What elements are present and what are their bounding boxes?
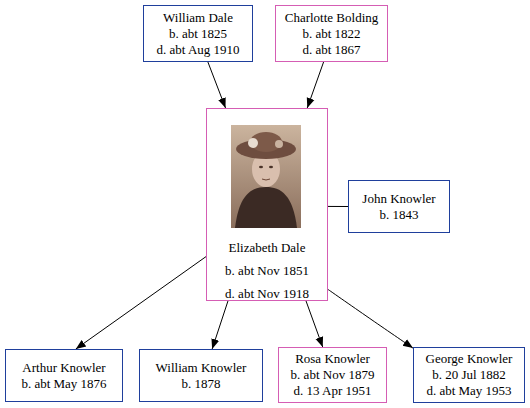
person-box: Charlotte Boldingb. abt 1822d. abt 1867 xyxy=(275,5,388,62)
parent-arrow xyxy=(328,289,413,348)
life-date: b. abt Nov 1879 xyxy=(291,367,375,383)
person-name: William Knowler xyxy=(156,360,247,376)
person-box: William Daleb. abt 1825d. abt Aug 1910 xyxy=(143,5,253,62)
person-name: John Knowler xyxy=(362,191,435,207)
person-name: Rosa Knowler xyxy=(295,351,370,367)
life-date: b. abt 1825 xyxy=(169,26,227,42)
parent-arrow xyxy=(307,62,323,108)
person-name: Arthur Knowler xyxy=(22,360,105,376)
person-box: John Knowlerb. 1843 xyxy=(348,180,450,233)
person-name: George Knowler xyxy=(426,351,513,367)
life-date: b. 1843 xyxy=(380,207,419,223)
life-date: b. abt Nov 1851 xyxy=(225,259,309,282)
life-date: b. abt May 1876 xyxy=(21,376,106,392)
parent-arrow xyxy=(212,301,228,349)
parent-arrow xyxy=(306,301,323,347)
parent-arrow xyxy=(208,62,226,108)
person-name: William Dale xyxy=(163,10,233,26)
life-date: b. 20 Jul 1882 xyxy=(432,367,506,383)
life-date: d. 13 Apr 1951 xyxy=(294,383,372,399)
person-box: William Knowlerb. 1878 xyxy=(139,349,263,402)
spouse-line xyxy=(328,206,348,207)
parent-arrow xyxy=(76,257,206,349)
person-name: Elizabeth Dale xyxy=(229,236,306,259)
person-name: Charlotte Bolding xyxy=(285,10,379,26)
portrait-photo xyxy=(231,125,301,228)
life-date: d. abt Nov 1918 xyxy=(225,282,309,305)
life-date: d. abt Aug 1910 xyxy=(156,42,239,58)
person-box: Rosa Knowlerb. abt Nov 1879d. 13 Apr 195… xyxy=(278,347,387,403)
life-date: b. 1878 xyxy=(182,376,221,392)
life-date: b. abt 1822 xyxy=(302,26,360,42)
person-box: George Knowlerb. 20 Jul 1882d. abt May 1… xyxy=(413,347,525,403)
life-date: d. abt May 1953 xyxy=(426,383,511,399)
life-date: d. abt 1867 xyxy=(302,42,360,58)
person-box: Arthur Knowlerb. abt May 1876 xyxy=(5,349,123,402)
